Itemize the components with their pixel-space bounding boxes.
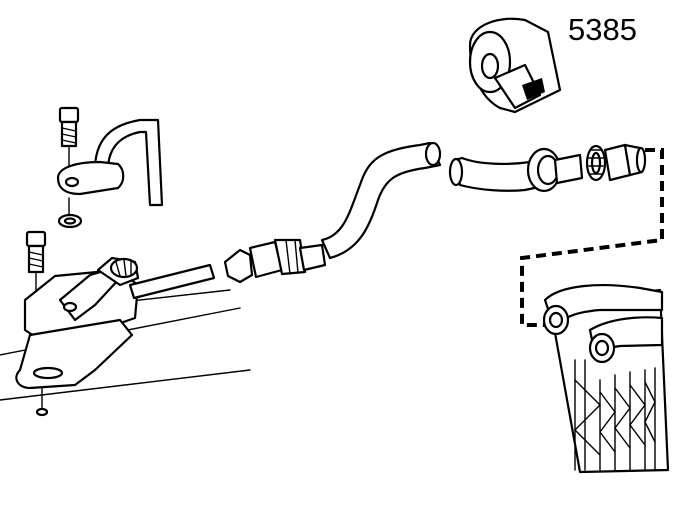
condenser-core (542, 284, 670, 474)
thin-tube (128, 263, 216, 300)
hose-end-fitting (526, 147, 584, 193)
rubber-hose (320, 141, 442, 260)
pressure-switch (223, 238, 327, 284)
connection-dashed-line (520, 148, 664, 327)
o-ring (585, 144, 607, 182)
special-tool-5385 (468, 17, 562, 114)
union-nut (603, 143, 647, 182)
figure-reference-number: 5385 (568, 12, 637, 47)
washer (57, 197, 83, 229)
lower-bolt (25, 230, 47, 301)
mounting-foot (15, 318, 134, 417)
pipe-bracket (56, 118, 164, 207)
